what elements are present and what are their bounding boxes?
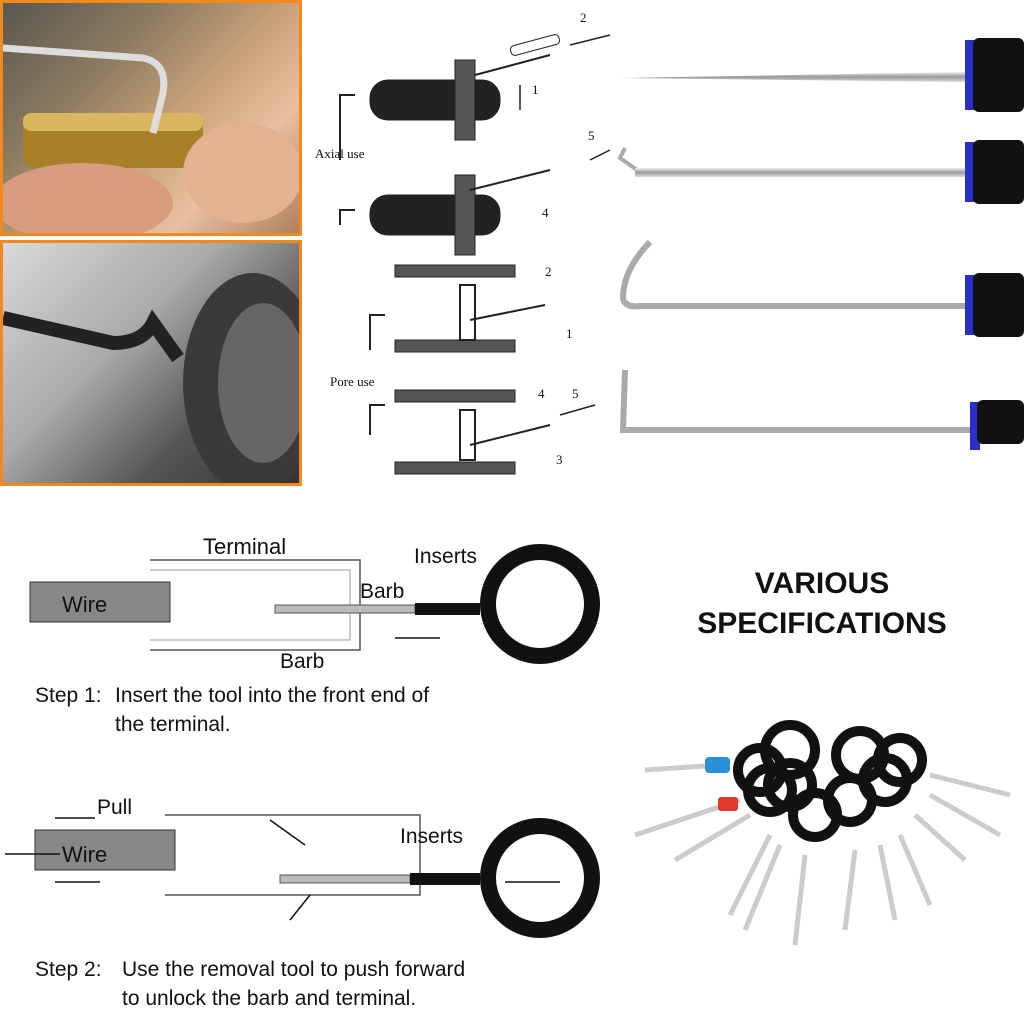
wire-label: Wire (62, 842, 108, 867)
right-angle-hook-tool (619, 369, 1024, 450)
specs-title-line2: SPECIFICATIONS (697, 607, 947, 640)
step2-text-line2: to unlock the barb and terminal. (122, 987, 417, 1010)
photo-brass-connector (0, 0, 302, 236)
step-number: 5 (588, 128, 595, 143)
usage-diagram (339, 34, 611, 475)
step-number: 4 (538, 386, 545, 401)
step1-text-line1: Insert the tool into the front end of (115, 684, 430, 707)
step-number: 2 (545, 264, 552, 279)
terminal-label: Terminal (203, 534, 287, 559)
hook-tools (617, 38, 1024, 450)
wire-label: Wire (62, 592, 108, 617)
engine-hook-illustration (3, 273, 299, 483)
step1-diagram (29, 544, 600, 664)
pull-label: Pull (97, 796, 133, 819)
small-hook-tool (617, 140, 1024, 204)
terminal-tool-set (634, 720, 1011, 946)
barb-label: Barb (360, 580, 405, 603)
photo-hook-in-engine (0, 240, 302, 486)
barb-label: Barb (280, 650, 325, 673)
step-number: 5 (572, 386, 579, 401)
inserts-label: Inserts (400, 825, 464, 848)
step1-prefix: Step 1: (35, 684, 102, 707)
step-number: 1 (532, 82, 539, 97)
axial-use-label: Axial use (315, 146, 365, 161)
step-number: 4 (542, 205, 549, 220)
step2-text-line1: Use the removal tool to push forward (122, 958, 466, 981)
step-number: 3 (556, 452, 563, 467)
step2-diagram (5, 814, 600, 938)
brass-connector-illustration (3, 44, 299, 233)
step1-text-line2: the terminal. (115, 713, 231, 736)
step2-prefix: Step 2: (35, 958, 102, 981)
pore-use-label: Pore use (330, 374, 375, 389)
curved-hook-tool (619, 239, 1024, 337)
straight-pick-tool (620, 38, 1024, 112)
specs-title-line1: VARIOUS (754, 567, 890, 600)
inserts-label: Inserts (414, 545, 478, 568)
step-number: 2 (580, 10, 587, 25)
step-number: 1 (566, 326, 573, 341)
